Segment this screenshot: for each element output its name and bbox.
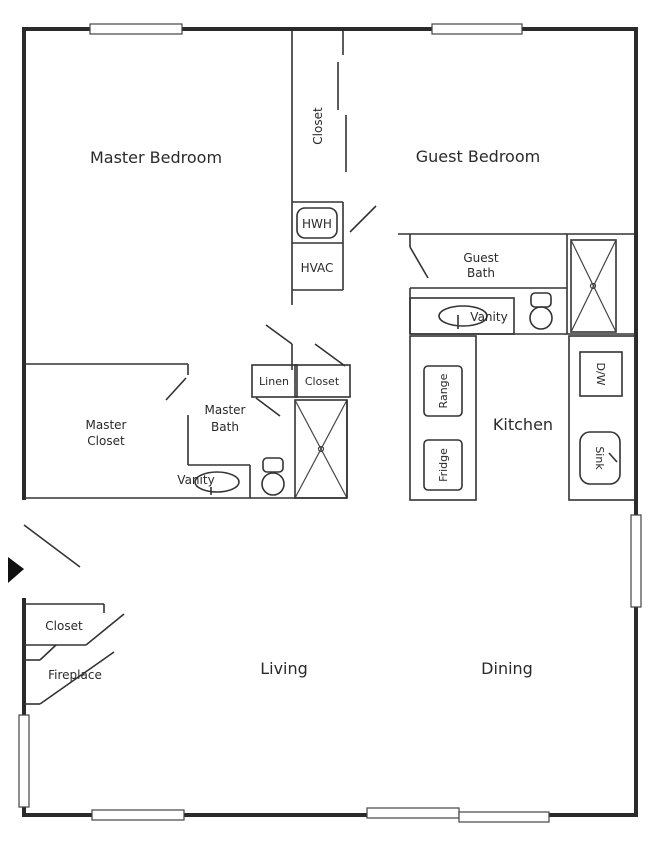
fridge-label: Fridge — [437, 448, 450, 482]
master-closet-label-line1: Master — [86, 418, 127, 432]
master-vanity-label: Vanity — [177, 473, 214, 487]
living-closet-label: Closet — [45, 619, 83, 633]
hvac-label: HVAC — [301, 261, 334, 275]
master-bath-label-line2: Bath — [211, 420, 239, 434]
kitchen-fixtures — [409, 335, 636, 501]
hwh-label: HWH — [302, 217, 332, 231]
dishwasher-label: D/W — [594, 362, 607, 385]
guest-bedroom-label: Guest Bedroom — [416, 147, 540, 166]
sink-label: Sink — [593, 446, 606, 470]
guest-bath-label-line2: Bath — [467, 266, 495, 280]
master-bath-label-line1: Master — [205, 403, 246, 417]
bath-closet-label: Closet — [305, 375, 340, 388]
kitchen-label: Kitchen — [493, 415, 553, 434]
dining-label: Dining — [481, 659, 533, 678]
guest-bath-walls — [398, 233, 636, 335]
entry-arrow-icon — [8, 557, 24, 583]
guest-bath-label-line1: Guest — [463, 251, 499, 265]
guest-vanity-label: Vanity — [470, 310, 507, 324]
fireplace-label: Fireplace — [48, 668, 102, 682]
linen-label: Linen — [259, 375, 289, 388]
room-labels: Master Bedroom Guest Bedroom Closet HWH … — [45, 107, 607, 682]
entry-area — [8, 524, 125, 705]
hall-closet-label: Closet — [311, 107, 325, 145]
living-label: Living — [260, 659, 308, 678]
range-label: Range — [437, 373, 450, 408]
master-closet-walls — [24, 363, 347, 499]
master-bedroom-label: Master Bedroom — [90, 148, 222, 167]
windows — [18, 23, 642, 823]
utility-column — [291, 31, 377, 305]
master-closet-label-line2: Closet — [87, 434, 125, 448]
